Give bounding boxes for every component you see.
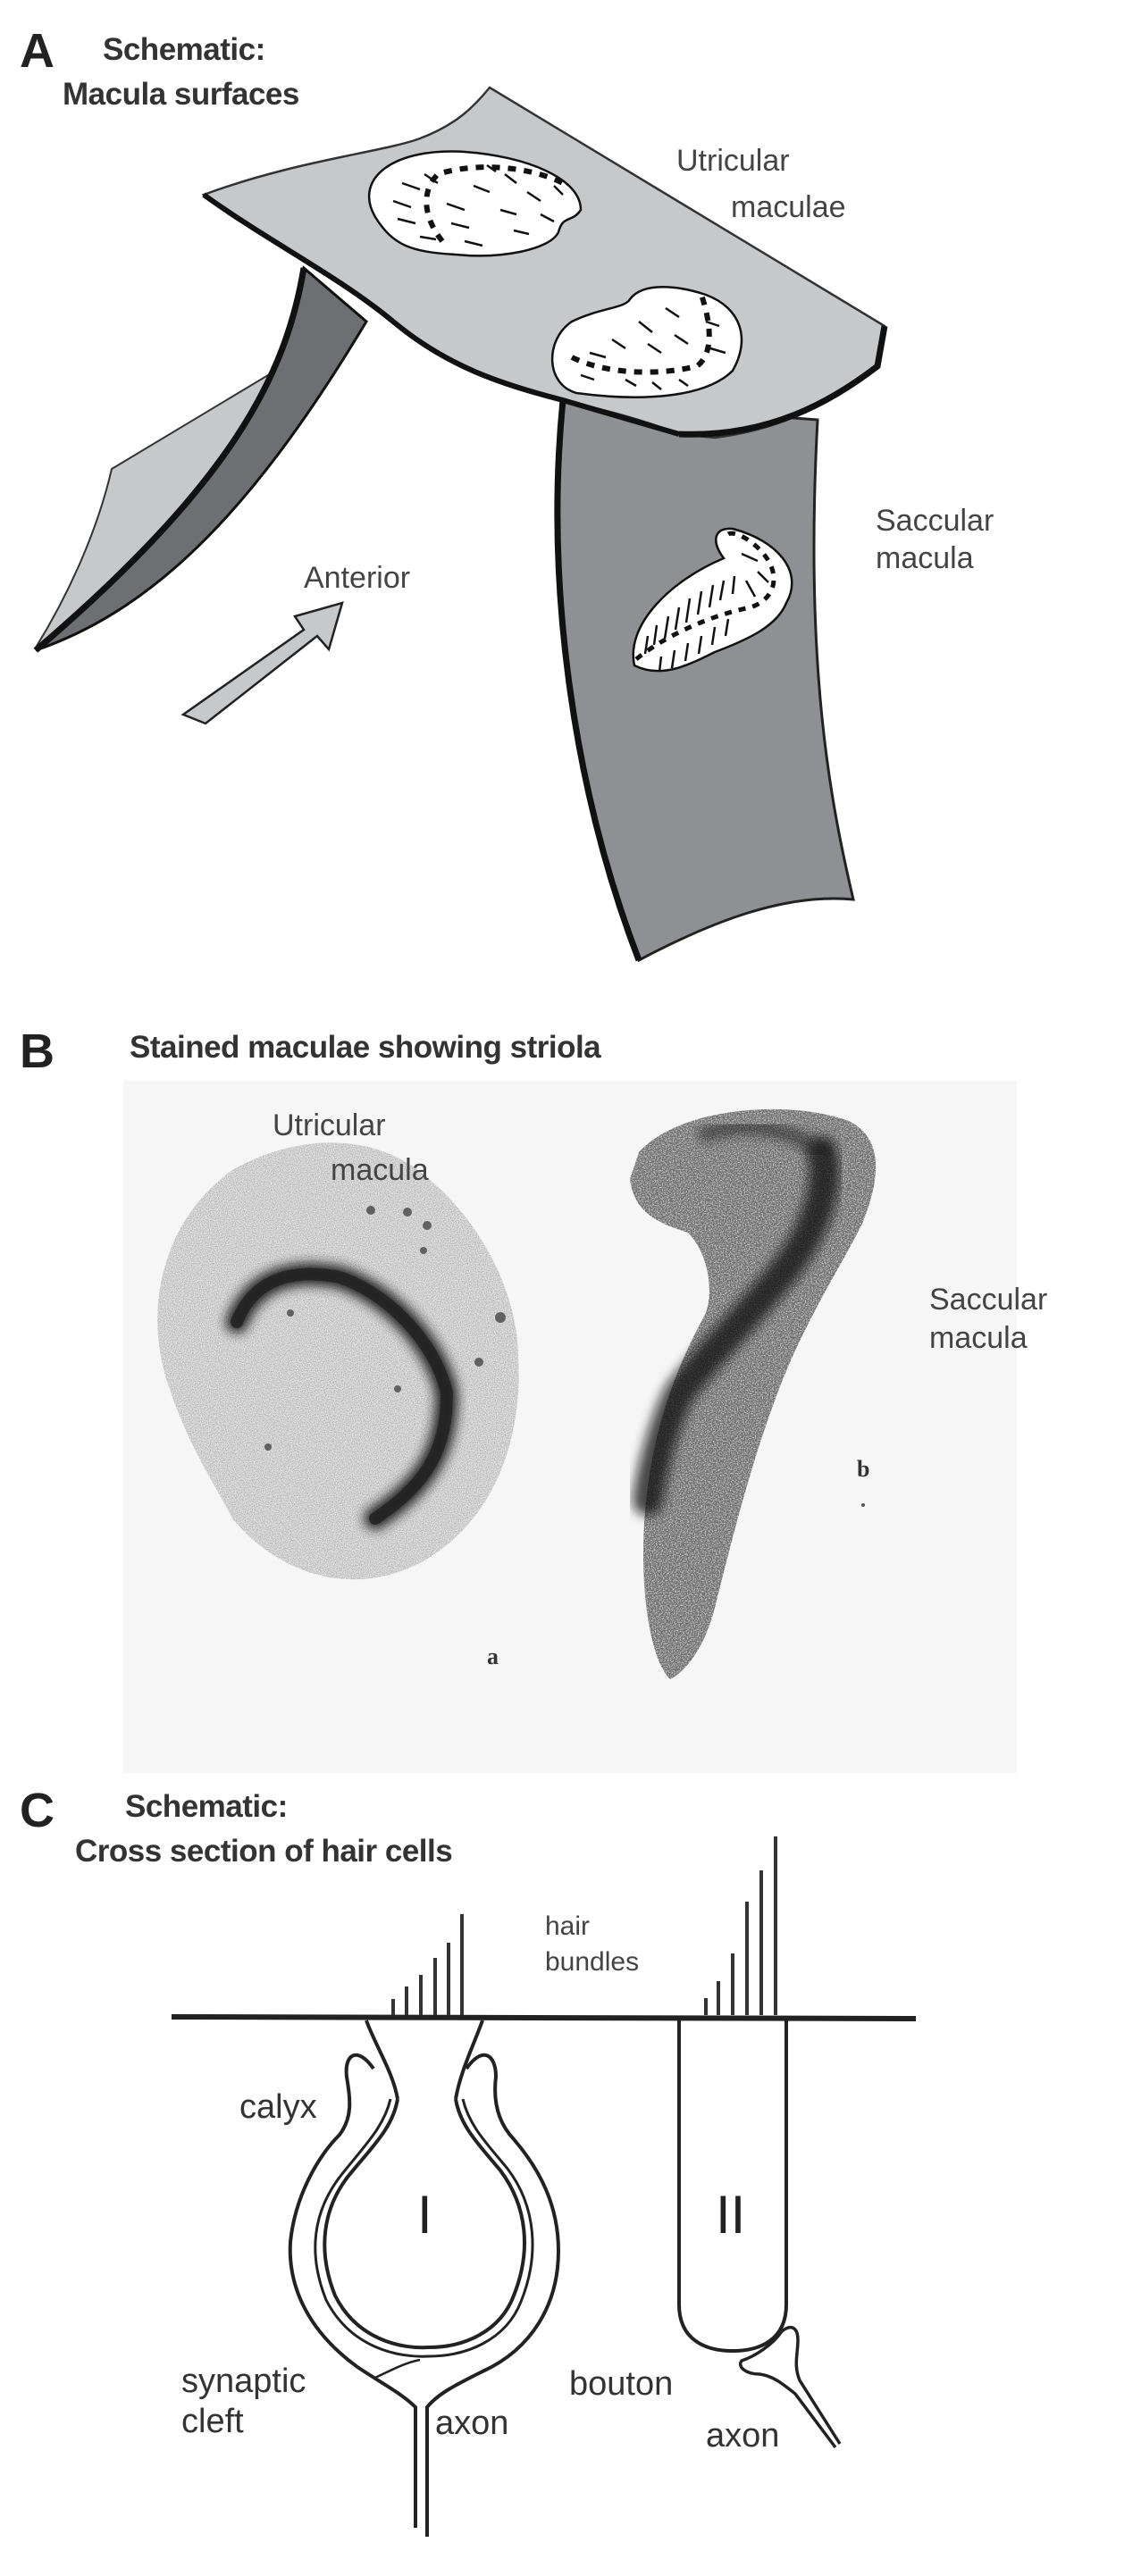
type-i-hair-bundle <box>391 1914 464 2015</box>
label-bouton: bouton <box>569 2365 674 2403</box>
panel-a-title-line2: Macula surfaces <box>63 77 299 112</box>
subpanel-label-b: b <box>857 1456 870 1482</box>
type-ii-hair-cell <box>677 2020 788 2354</box>
label-calyx: calyx <box>239 2088 317 2126</box>
panel-c-letter: C <box>20 1784 55 1837</box>
label-b-saccular-1: Saccular <box>929 1283 1048 1317</box>
panel-b-letter: B <box>20 1025 55 1078</box>
label-utricular-maculae-2: maculae <box>731 190 846 224</box>
speck-dot <box>861 1503 865 1507</box>
label-anterior: Anterior <box>304 561 411 595</box>
bouton-terminal <box>739 2325 842 2449</box>
label-type-ii: II <box>716 2185 746 2245</box>
type-i-hair-cell <box>288 2020 561 2537</box>
subpanel-label-a: a <box>487 1643 499 1669</box>
panel-a-title-line1: Schematic: <box>103 32 265 67</box>
saccular-macula-drawing <box>632 527 793 673</box>
label-saccular-macula-2: macula <box>876 541 974 575</box>
label-axon-type-i: axon <box>435 2405 509 2442</box>
label-cleft: cleft <box>181 2403 244 2440</box>
label-bundles: bundles <box>545 1947 640 1977</box>
stained-maculae-drawing <box>157 1108 877 1679</box>
label-hair: hair <box>545 1911 591 1941</box>
label-axon-type-ii: axon <box>706 2417 780 2455</box>
utricular-macula-2 <box>550 286 743 398</box>
utricular-macula-1 <box>367 150 583 257</box>
stained-saccular-macula <box>630 1108 877 1679</box>
label-utricular-maculae-1: Utricular <box>676 144 790 178</box>
label-b-utricular-1: Utricular <box>273 1108 386 1142</box>
panel-c-title-line2: Cross section of hair cells <box>75 1834 453 1869</box>
label-type-i: I <box>417 2185 432 2245</box>
stained-utricular-macula <box>157 1142 519 1580</box>
panel-b-title: Stained maculae showing striola <box>130 1030 601 1065</box>
anterior-arrow <box>180 601 344 725</box>
apical-surface-line <box>171 2014 917 2021</box>
panel-c-title-line1: Schematic: <box>125 1789 288 1824</box>
type-ii-hair-bundle <box>704 1836 777 2015</box>
label-b-saccular-2: macula <box>929 1321 1028 1355</box>
panel-a-letter: A <box>20 24 55 78</box>
label-saccular-macula-1: Saccular <box>876 504 994 538</box>
macula-surfaces-schematic <box>33 86 888 963</box>
label-synaptic: synaptic <box>181 2363 306 2400</box>
label-b-utricular-2: macula <box>331 1153 429 1187</box>
